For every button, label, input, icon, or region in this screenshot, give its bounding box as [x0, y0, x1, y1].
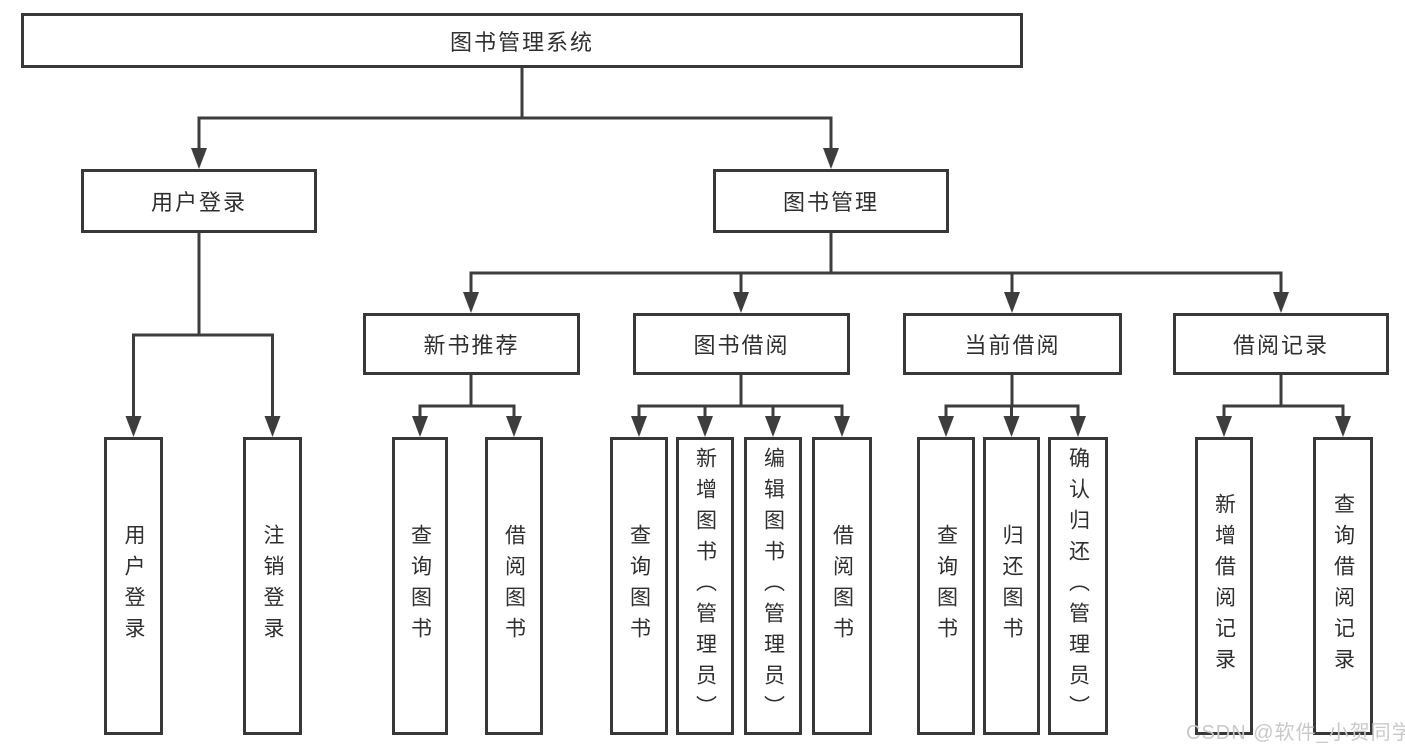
node-book-management-label: 图书管理 [782, 190, 879, 215]
leaf-return-books-label: 归还图书 [1000, 524, 1023, 648]
node-current-borrow: 当前借阅 [903, 313, 1122, 375]
node-book-management: 图书管理 [713, 169, 949, 233]
leaf-edit-books-admin-label: 编辑图书（管理员） [761, 446, 785, 726]
node-borrow-records-label: 借阅记录 [1232, 333, 1329, 358]
node-borrow-records: 借阅记录 [1173, 313, 1389, 375]
leaf-borrow-books-recommend-label: 借阅图书 [502, 524, 526, 648]
node-root-label: 图书管理系统 [449, 29, 594, 55]
node-user-login-label: 用户登录 [150, 190, 247, 215]
leaf-logout: 注销登录 [243, 437, 302, 735]
leaf-logout-label: 注销登录 [261, 524, 284, 648]
node-new-book-recommend: 新书推荐 [363, 313, 580, 375]
node-book-borrow-label: 图书借阅 [693, 333, 790, 358]
leaf-user-login: 用户登录 [104, 437, 163, 735]
leaf-borrow-books: 借阅图书 [812, 437, 872, 735]
node-new-book-recommend-label: 新书推荐 [423, 333, 520, 358]
leaf-add-books-admin-label: 新增图书（管理员） [693, 446, 717, 726]
leaf-borrow-books-recommend: 借阅图书 [485, 437, 543, 735]
node-user-login: 用户登录 [81, 169, 317, 233]
node-root-system: 图书管理系统 [21, 13, 1023, 68]
leaf-add-borrow-record-label: 新增借阅记录 [1212, 493, 1236, 679]
node-current-borrow-label: 当前借阅 [964, 333, 1061, 358]
leaf-query-books-borrow: 查询图书 [610, 437, 668, 735]
leaf-query-borrow-record: 查询借阅记录 [1313, 437, 1373, 735]
leaf-edit-books-admin: 编辑图书（管理员） [744, 437, 802, 735]
leaf-borrow-books-label: 借阅图书 [830, 524, 854, 648]
leaf-query-books-recommend-label: 查询图书 [408, 524, 432, 648]
leaf-user-login-label: 用户登录 [122, 524, 145, 648]
node-book-borrow: 图书借阅 [633, 313, 850, 375]
leaf-query-books-current: 查询图书 [917, 437, 975, 735]
leaf-add-books-admin: 新增图书（管理员） [676, 437, 734, 735]
leaf-query-books-borrow-label: 查询图书 [627, 524, 651, 648]
leaf-query-books-current-label: 查询图书 [934, 524, 958, 648]
leaf-confirm-return-admin: 确认归还（管理员） [1048, 437, 1108, 735]
leaf-query-books-recommend: 查询图书 [392, 437, 448, 735]
leaf-confirm-return-admin-label: 确认归还（管理员） [1066, 446, 1090, 726]
leaf-return-books: 归还图书 [983, 437, 1040, 735]
csdn-watermark: CSDN @软件_小贺同学 [1186, 722, 1405, 744]
leaf-add-borrow-record: 新增借阅记录 [1195, 437, 1253, 735]
leaf-query-borrow-record-label: 查询借阅记录 [1331, 493, 1355, 679]
